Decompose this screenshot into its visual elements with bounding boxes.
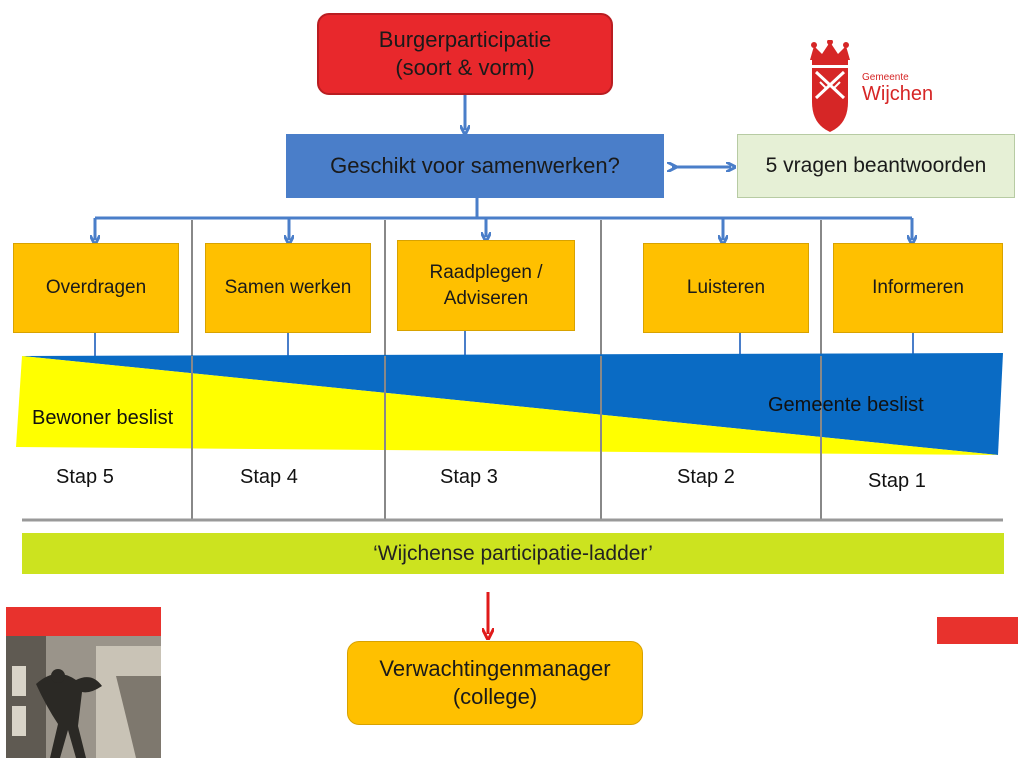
svg-text:Wijchen: Wijchen (862, 83, 933, 105)
step-label: Overdragen (45, 277, 147, 298)
manager-line2: (college) (452, 684, 538, 709)
stap-2: Stap 2 (677, 466, 735, 488)
geschikt-samenwerken-box: Geschikt voor samenwerken? (286, 134, 664, 198)
gemeente-wijchen-logo: Gemeente Wijchen (806, 39, 956, 136)
vragen-label: 5 vragen beantwoorden (765, 154, 987, 177)
participatie-ladder-bar: ‘Wijchense participatie-ladder’ (22, 533, 1004, 574)
question-label: Geschikt voor samenwerken? (330, 153, 620, 178)
statue-photo (6, 636, 161, 758)
step-label: Samen werken (224, 277, 352, 298)
title-line2: (soort & vorm) (395, 55, 535, 80)
stap-5: Stap 5 (56, 466, 114, 488)
step-samen-werken: Samen werken (205, 243, 371, 333)
red-accent-left (6, 607, 161, 637)
step-label: Luisteren (686, 277, 766, 298)
step-label: Informeren (872, 277, 964, 298)
step-label-line2: Adviseren (443, 287, 529, 309)
svg-text:Gemeente: Gemeente (862, 72, 909, 83)
title-line1: Burgerparticipatie (378, 27, 552, 52)
manager-line1: Verwachtingenmanager (379, 656, 611, 681)
red-accent-right (937, 617, 1018, 644)
step-informeren: Informeren (833, 243, 1003, 333)
step-label-line1: Raadplegen / (429, 261, 543, 283)
stap-1: Stap 1 (868, 470, 926, 492)
step-luisteren: Luisteren (643, 243, 809, 333)
vijf-vragen-box: 5 vragen beantwoorden (737, 134, 1015, 198)
bewoner-beslist-label: Bewoner beslist (32, 407, 174, 429)
burgerparticipatie-box: Burgerparticipatie (soort & vorm) (317, 13, 613, 95)
stap-4: Stap 4 (240, 466, 298, 488)
step-overdragen: Overdragen (13, 243, 179, 333)
step-raadplegen-adviseren: Raadplegen / Adviseren (397, 240, 575, 331)
stap-3: Stap 3 (440, 466, 498, 488)
gemeente-beslist-label: Gemeente beslist (768, 394, 924, 416)
verwachtingenmanager-box: Verwachtingenmanager (college) (347, 641, 643, 725)
wedge-yellow (16, 356, 998, 455)
ladder-label: ‘Wijchense participatie-ladder’ (373, 541, 653, 565)
wedge-blue (22, 353, 1003, 455)
wijchen-crest-icon: Gemeente Wijchen (810, 39, 933, 132)
